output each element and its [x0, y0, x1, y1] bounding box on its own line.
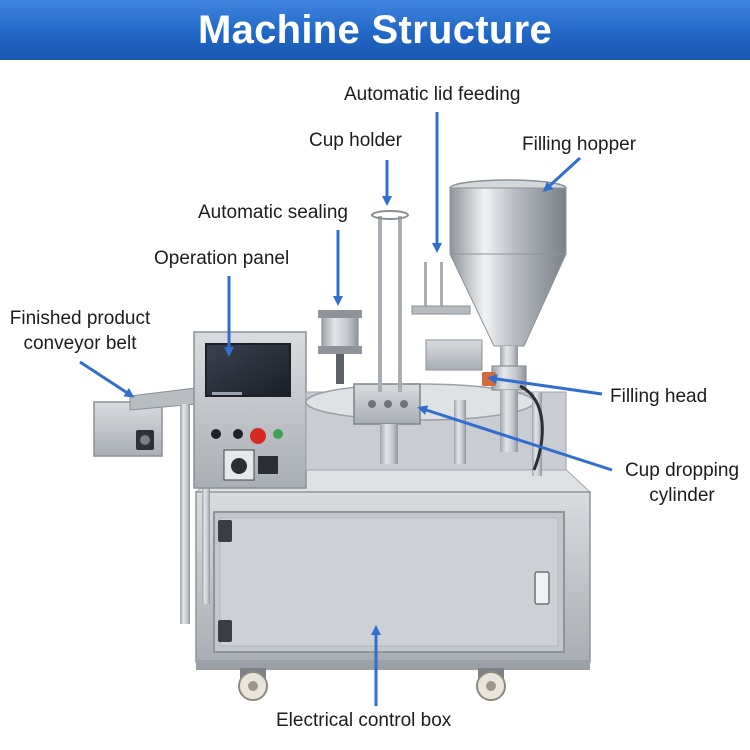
machine-illustration [79, 112, 613, 706]
cup-holder-columns [371, 210, 409, 392]
operation-panel [193, 331, 307, 489]
label-conveyor-line-2: conveyor belt [23, 333, 137, 354]
title-banner: Machine Structure [0, 0, 750, 60]
label-cup-dropping-line-2: cylinder [649, 485, 715, 506]
label-electrical-control-box: Electrical control box [276, 710, 452, 731]
arrow-filling-hopper [542, 156, 582, 193]
label-operation-panel: Operation panel [154, 248, 290, 269]
label-automatic-sealing: Automatic sealing [198, 202, 348, 223]
caster-wheels [238, 668, 506, 701]
sealing-cylinder [318, 310, 362, 384]
lid-feeding-rods [411, 262, 483, 371]
label-filling-hopper: Filling hopper [522, 134, 637, 155]
machine-base-cabinet [194, 463, 592, 670]
turntable-area [305, 383, 567, 476]
conveyor-belt-unit [93, 387, 210, 624]
label-cup-dropping-cylinder: Cup dropping cylinder [614, 458, 750, 508]
label-automatic-lid-feeding: Automatic lid feeding [344, 84, 521, 105]
label-filling-head: Filling head [610, 386, 708, 407]
arrow-cup-dropping [417, 405, 613, 472]
filling-hopper [449, 179, 567, 366]
arrow-conveyor-belt [79, 360, 135, 398]
label-conveyor-line-1: Finished product [9, 308, 151, 329]
arrow-filling-head [487, 374, 603, 396]
label-cup-holder: Cup holder [309, 130, 402, 151]
page-title: Machine Structure [197, 7, 553, 52]
label-finished-product: Finished product conveyor belt [2, 306, 158, 356]
label-cup-dropping-line-1: Cup dropping [624, 460, 740, 481]
annotation-arrows [79, 112, 613, 706]
